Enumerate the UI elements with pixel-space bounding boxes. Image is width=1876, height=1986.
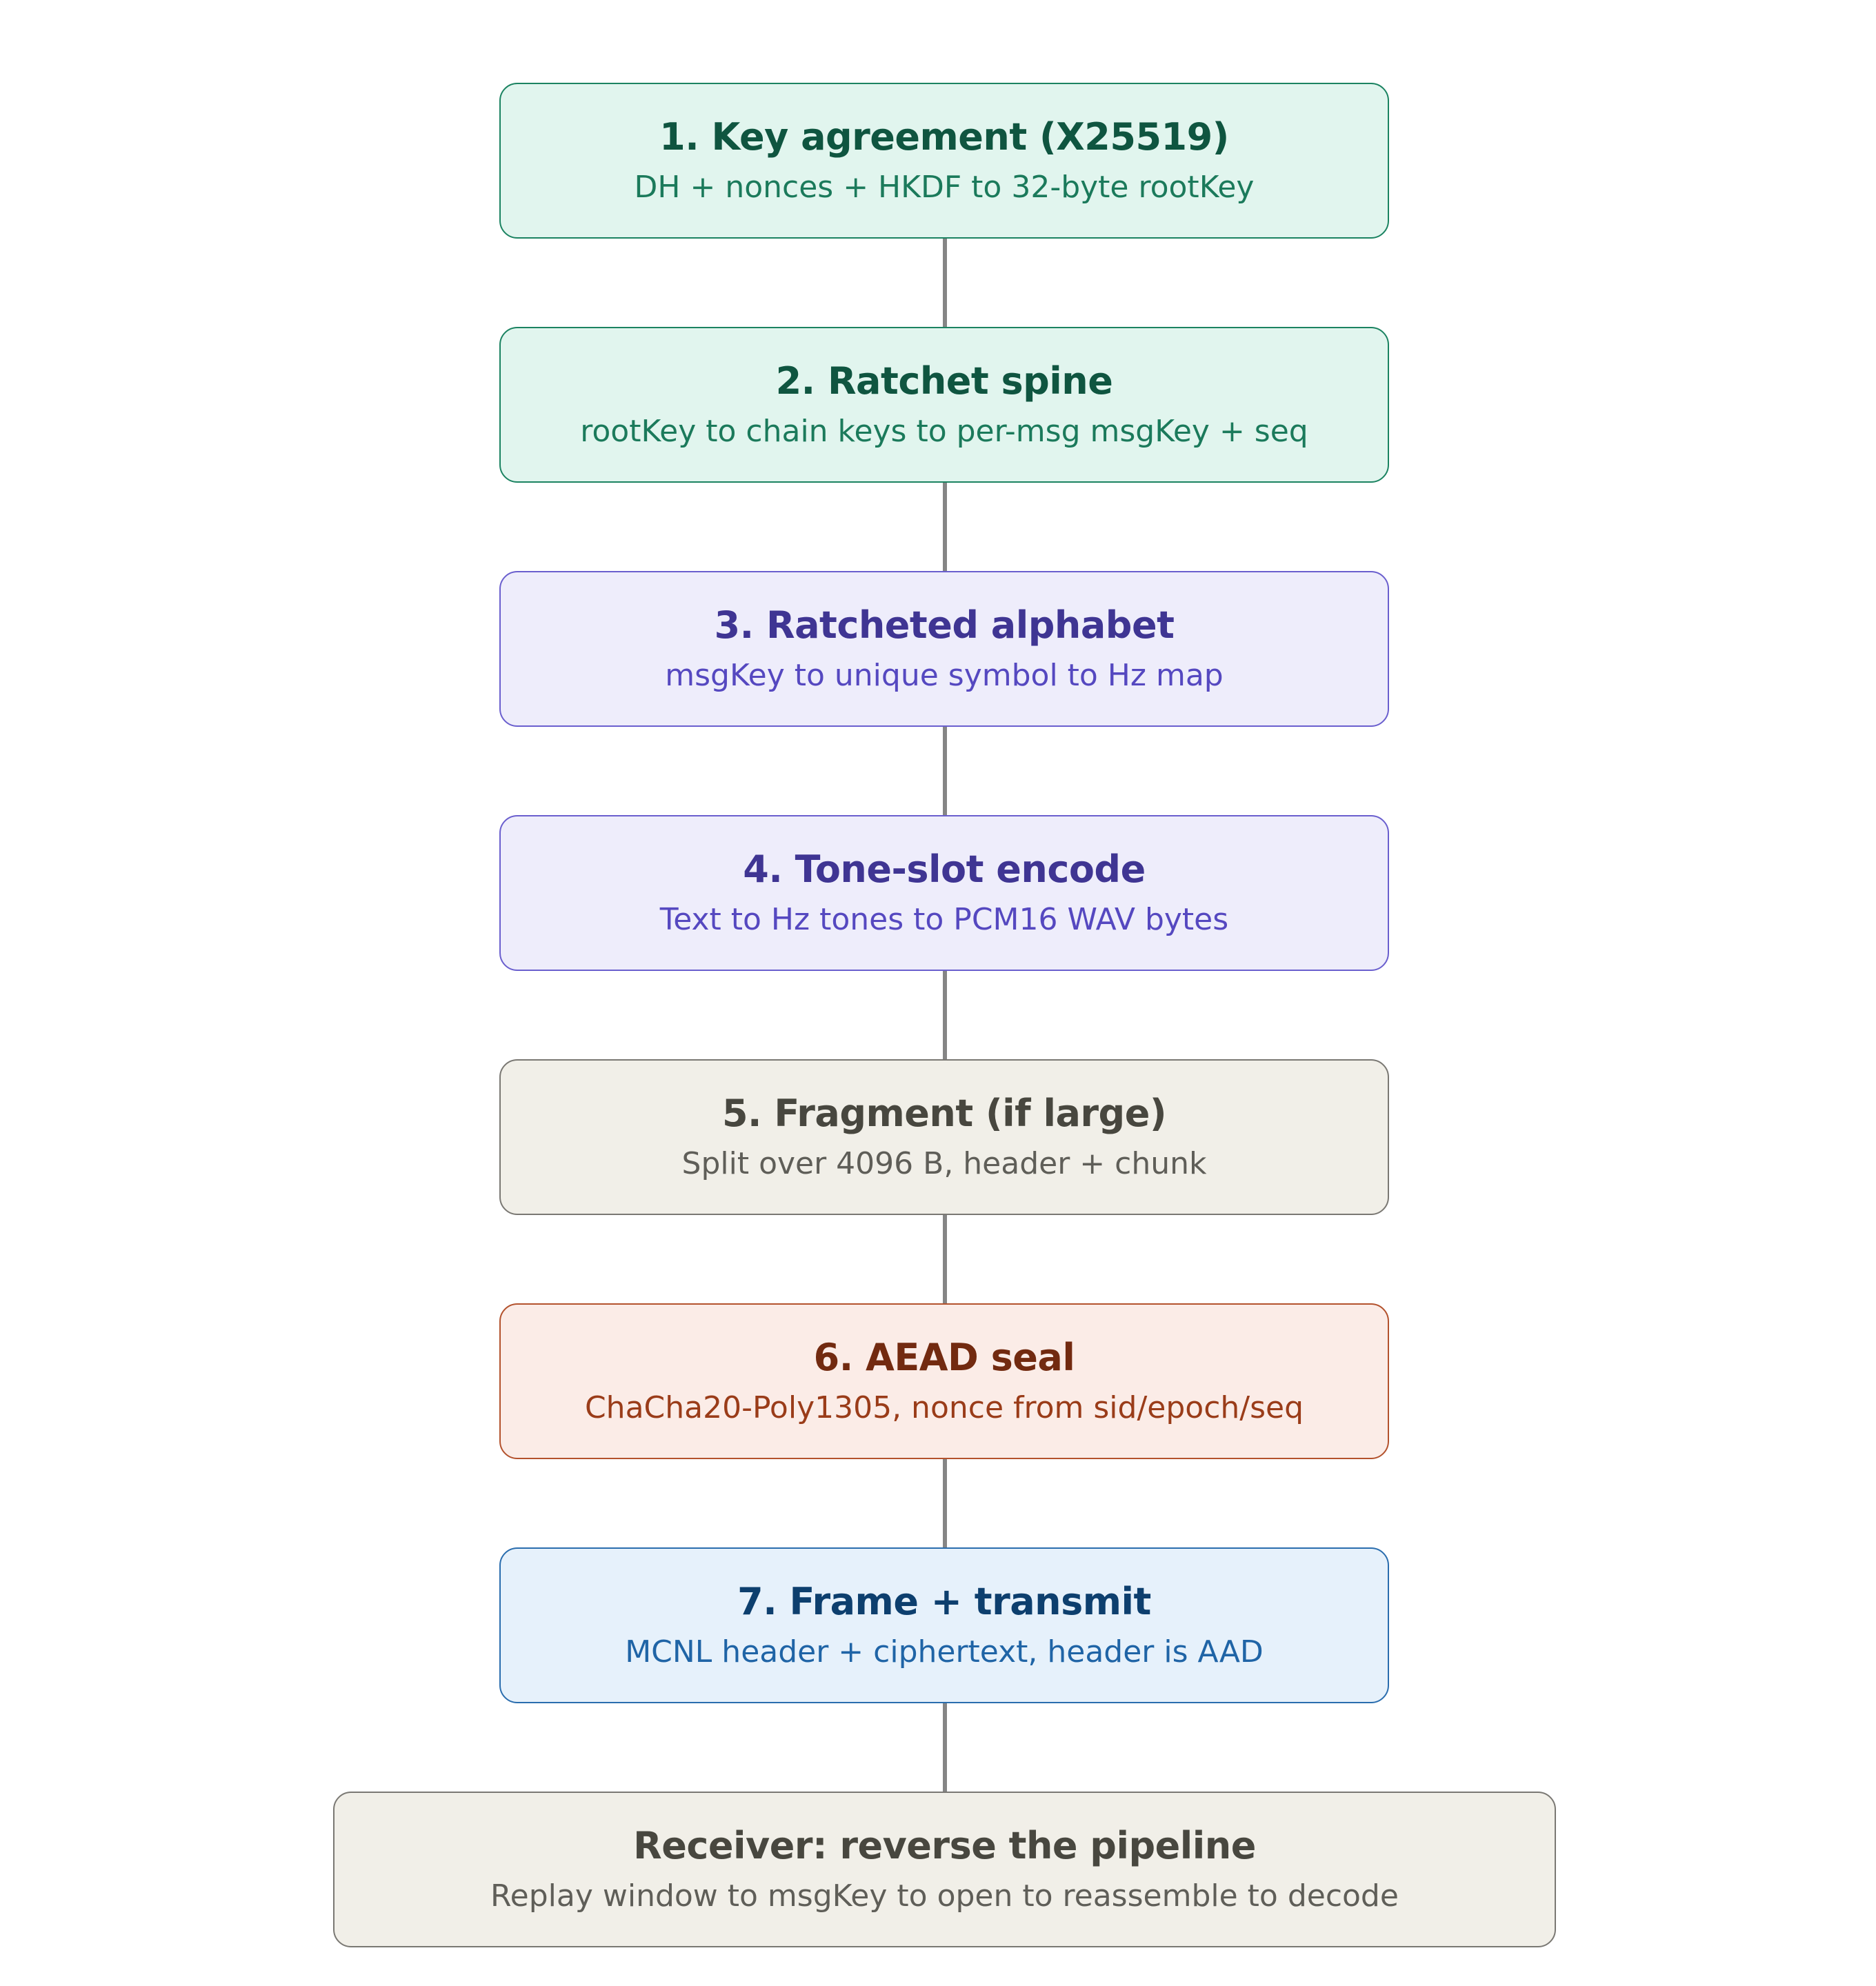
step-tone-slot-encode: 4. Tone-slot encode Text to Hz tones to … [499,815,1389,971]
step-title: 6. AEAD seal [813,1336,1075,1380]
step-title: 2. Ratchet spine [775,359,1113,403]
connector-2-3 [943,483,947,572]
step-subtitle: Split over 4096 B, header + chunk [681,1146,1207,1181]
step-ratchet-spine: 2. Ratchet spine rootKey to chain keys t… [499,327,1389,483]
step-title: 1. Key agreement (X25519) [659,115,1229,159]
receiver-subtitle: Replay window to msgKey to open to reass… [490,1878,1399,1914]
step-title: 3. Ratcheted alphabet [714,603,1175,648]
connector-7-receiver [943,1703,947,1793]
step-subtitle: rootKey to chain keys to per-msg msgKey … [580,414,1308,449]
connector-4-5 [943,971,947,1061]
step-subtitle: MCNL header + ciphertext, header is AAD [625,1634,1264,1669]
connector-5-6 [943,1215,947,1305]
step-subtitle: Text to Hz tones to PCM16 WAV bytes [659,902,1229,937]
connector-3-4 [943,727,947,816]
step-title: 4. Tone-slot encode [743,847,1146,892]
step-frame-transmit: 7. Frame + transmit MCNL header + cipher… [499,1547,1389,1703]
step-fragment: 5. Fragment (if large) Split over 4096 B… [499,1059,1389,1215]
step-subtitle: ChaCha20-Poly1305, nonce from sid/epoch/… [584,1390,1304,1425]
step-subtitle: msgKey to unique symbol to Hz map [665,658,1224,693]
connector-1-2 [943,239,947,328]
step-title: 7. Frame + transmit [737,1580,1151,1624]
step-title: 5. Fragment (if large) [721,1092,1167,1136]
receiver-title: Receiver: reverse the pipeline [633,1824,1256,1868]
step-subtitle: DH + nonces + HKDF to 32-byte rootKey [634,170,1255,205]
receiver-box: Receiver: reverse the pipeline Replay wi… [333,1792,1556,1947]
step-aead-seal: 6. AEAD seal ChaCha20-Poly1305, nonce fr… [499,1303,1389,1459]
connector-6-7 [943,1459,947,1549]
step-key-agreement: 1. Key agreement (X25519) DH + nonces + … [499,83,1389,239]
step-ratcheted-alphabet: 3. Ratcheted alphabet msgKey to unique s… [499,571,1389,727]
